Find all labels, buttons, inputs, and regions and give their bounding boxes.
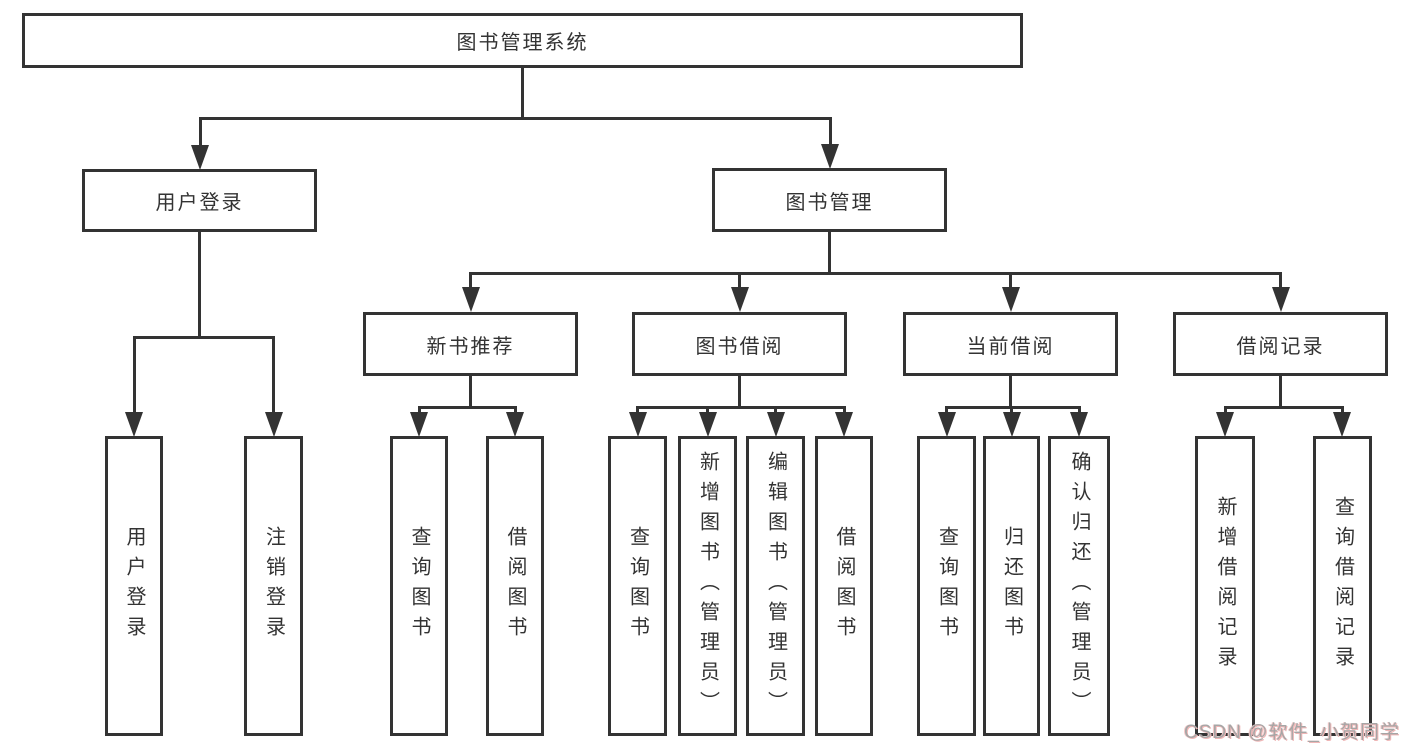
arrowhead-down-icon [506, 412, 524, 437]
connector-line [521, 68, 524, 120]
node-book-management-label: 图书管理 [785, 191, 874, 214]
leaf-confirm-return-admin-label: 确认归还（管理员） [1068, 451, 1090, 721]
connector-line [738, 376, 741, 409]
arrowhead-down-icon [1002, 287, 1020, 312]
arrowhead-down-icon [731, 287, 749, 312]
arrowhead-down-icon [462, 287, 480, 312]
leaf-add-borrow-record: 新增借阅记录 [1195, 436, 1255, 736]
connector-line [469, 272, 1282, 275]
connector-line [198, 232, 201, 339]
arrowhead-down-icon [125, 412, 143, 437]
connector-line [272, 336, 275, 416]
leaf-return-book: 归还图书 [983, 436, 1040, 736]
connector-line [1009, 376, 1012, 409]
leaf-add-borrow-record-label: 新增借阅记录 [1214, 496, 1236, 676]
connector-line [199, 117, 832, 120]
arrowhead-down-icon [191, 145, 209, 170]
node-root-label: 图书管理系统 [456, 32, 589, 54]
connector-line [469, 376, 472, 409]
node-book-management: 图书管理 [712, 168, 947, 232]
node-user-login-label: 用户登录 [155, 192, 244, 214]
arrowhead-down-icon [410, 412, 428, 437]
connector-line [1224, 406, 1344, 409]
node-root: 图书管理系统 [22, 13, 1023, 68]
arrowhead-down-icon [1003, 412, 1021, 437]
leaf-confirm-return-admin: 确认归还（管理员） [1048, 436, 1110, 736]
node-current-borrow-label: 当前借阅 [966, 335, 1055, 358]
node-current-borrow: 当前借阅 [903, 312, 1118, 376]
arrowhead-down-icon [1216, 412, 1234, 437]
leaf-borrow-book-1-label: 借阅图书 [504, 526, 526, 646]
arrowhead-down-icon [1333, 412, 1351, 437]
node-book-borrow-label: 图书借阅 [695, 335, 784, 358]
leaf-borrow-book-2-label: 借阅图书 [833, 526, 855, 646]
leaf-return-book-label: 归还图书 [1000, 526, 1023, 646]
arrowhead-down-icon [699, 412, 717, 437]
csdn-watermark: CSDN @软件_小贺同学 [1184, 722, 1400, 743]
arrowhead-down-icon [629, 412, 647, 437]
connector-line [418, 406, 516, 409]
leaf-add-book-admin: 新增图书（管理员） [678, 436, 737, 736]
arrowhead-down-icon [821, 144, 839, 169]
leaf-query-book-2: 查询图书 [608, 436, 667, 736]
connector-line [1279, 272, 1282, 292]
leaf-borrow-book-2: 借阅图书 [815, 436, 873, 736]
leaf-borrow-book-1: 借阅图书 [486, 436, 544, 736]
leaf-add-book-admin-label: 新增图书（管理员） [696, 451, 719, 721]
connector-line [199, 117, 202, 147]
leaf-query-book-1: 查询图书 [390, 436, 448, 736]
leaf-query-book-1-label: 查询图书 [408, 526, 430, 646]
connector-line [828, 232, 831, 275]
leaf-edit-book-admin-label: 编辑图书（管理员） [764, 451, 787, 721]
node-borrow-record-label: 借阅记录 [1236, 335, 1325, 358]
connector-line [636, 406, 846, 409]
leaf-query-book-3: 查询图书 [917, 436, 976, 736]
node-new-book-recommend-label: 新书推荐 [426, 335, 515, 358]
leaf-query-book-2-label: 查询图书 [626, 526, 649, 646]
arrowhead-down-icon [767, 412, 785, 437]
connector-line [133, 336, 275, 339]
node-borrow-record: 借阅记录 [1173, 312, 1388, 376]
connector-line [1279, 376, 1282, 409]
leaf-user-login-label: 用户登录 [123, 526, 145, 646]
leaf-query-borrow-record: 查询借阅记录 [1313, 436, 1372, 736]
leaf-logout: 注销登录 [244, 436, 303, 736]
leaf-query-borrow-record-label: 查询借阅记录 [1331, 496, 1354, 676]
arrowhead-down-icon [938, 412, 956, 437]
connector-line [829, 117, 832, 147]
arrowhead-down-icon [835, 412, 853, 437]
arrowhead-down-icon [265, 412, 283, 437]
leaf-query-book-3-label: 查询图书 [935, 526, 958, 646]
connector-line [469, 272, 472, 292]
leaf-user-login: 用户登录 [105, 436, 163, 736]
connector-line [133, 336, 136, 416]
connector-line [1009, 272, 1012, 292]
leaf-edit-book-admin: 编辑图书（管理员） [746, 436, 805, 736]
node-book-borrow: 图书借阅 [632, 312, 847, 376]
leaf-logout-label: 注销登录 [262, 526, 285, 646]
node-user-login: 用户登录 [82, 169, 317, 232]
arrowhead-down-icon [1070, 412, 1088, 437]
arrowhead-down-icon [1272, 287, 1290, 312]
connector-line [738, 272, 741, 292]
node-new-book-recommend: 新书推荐 [363, 312, 578, 376]
